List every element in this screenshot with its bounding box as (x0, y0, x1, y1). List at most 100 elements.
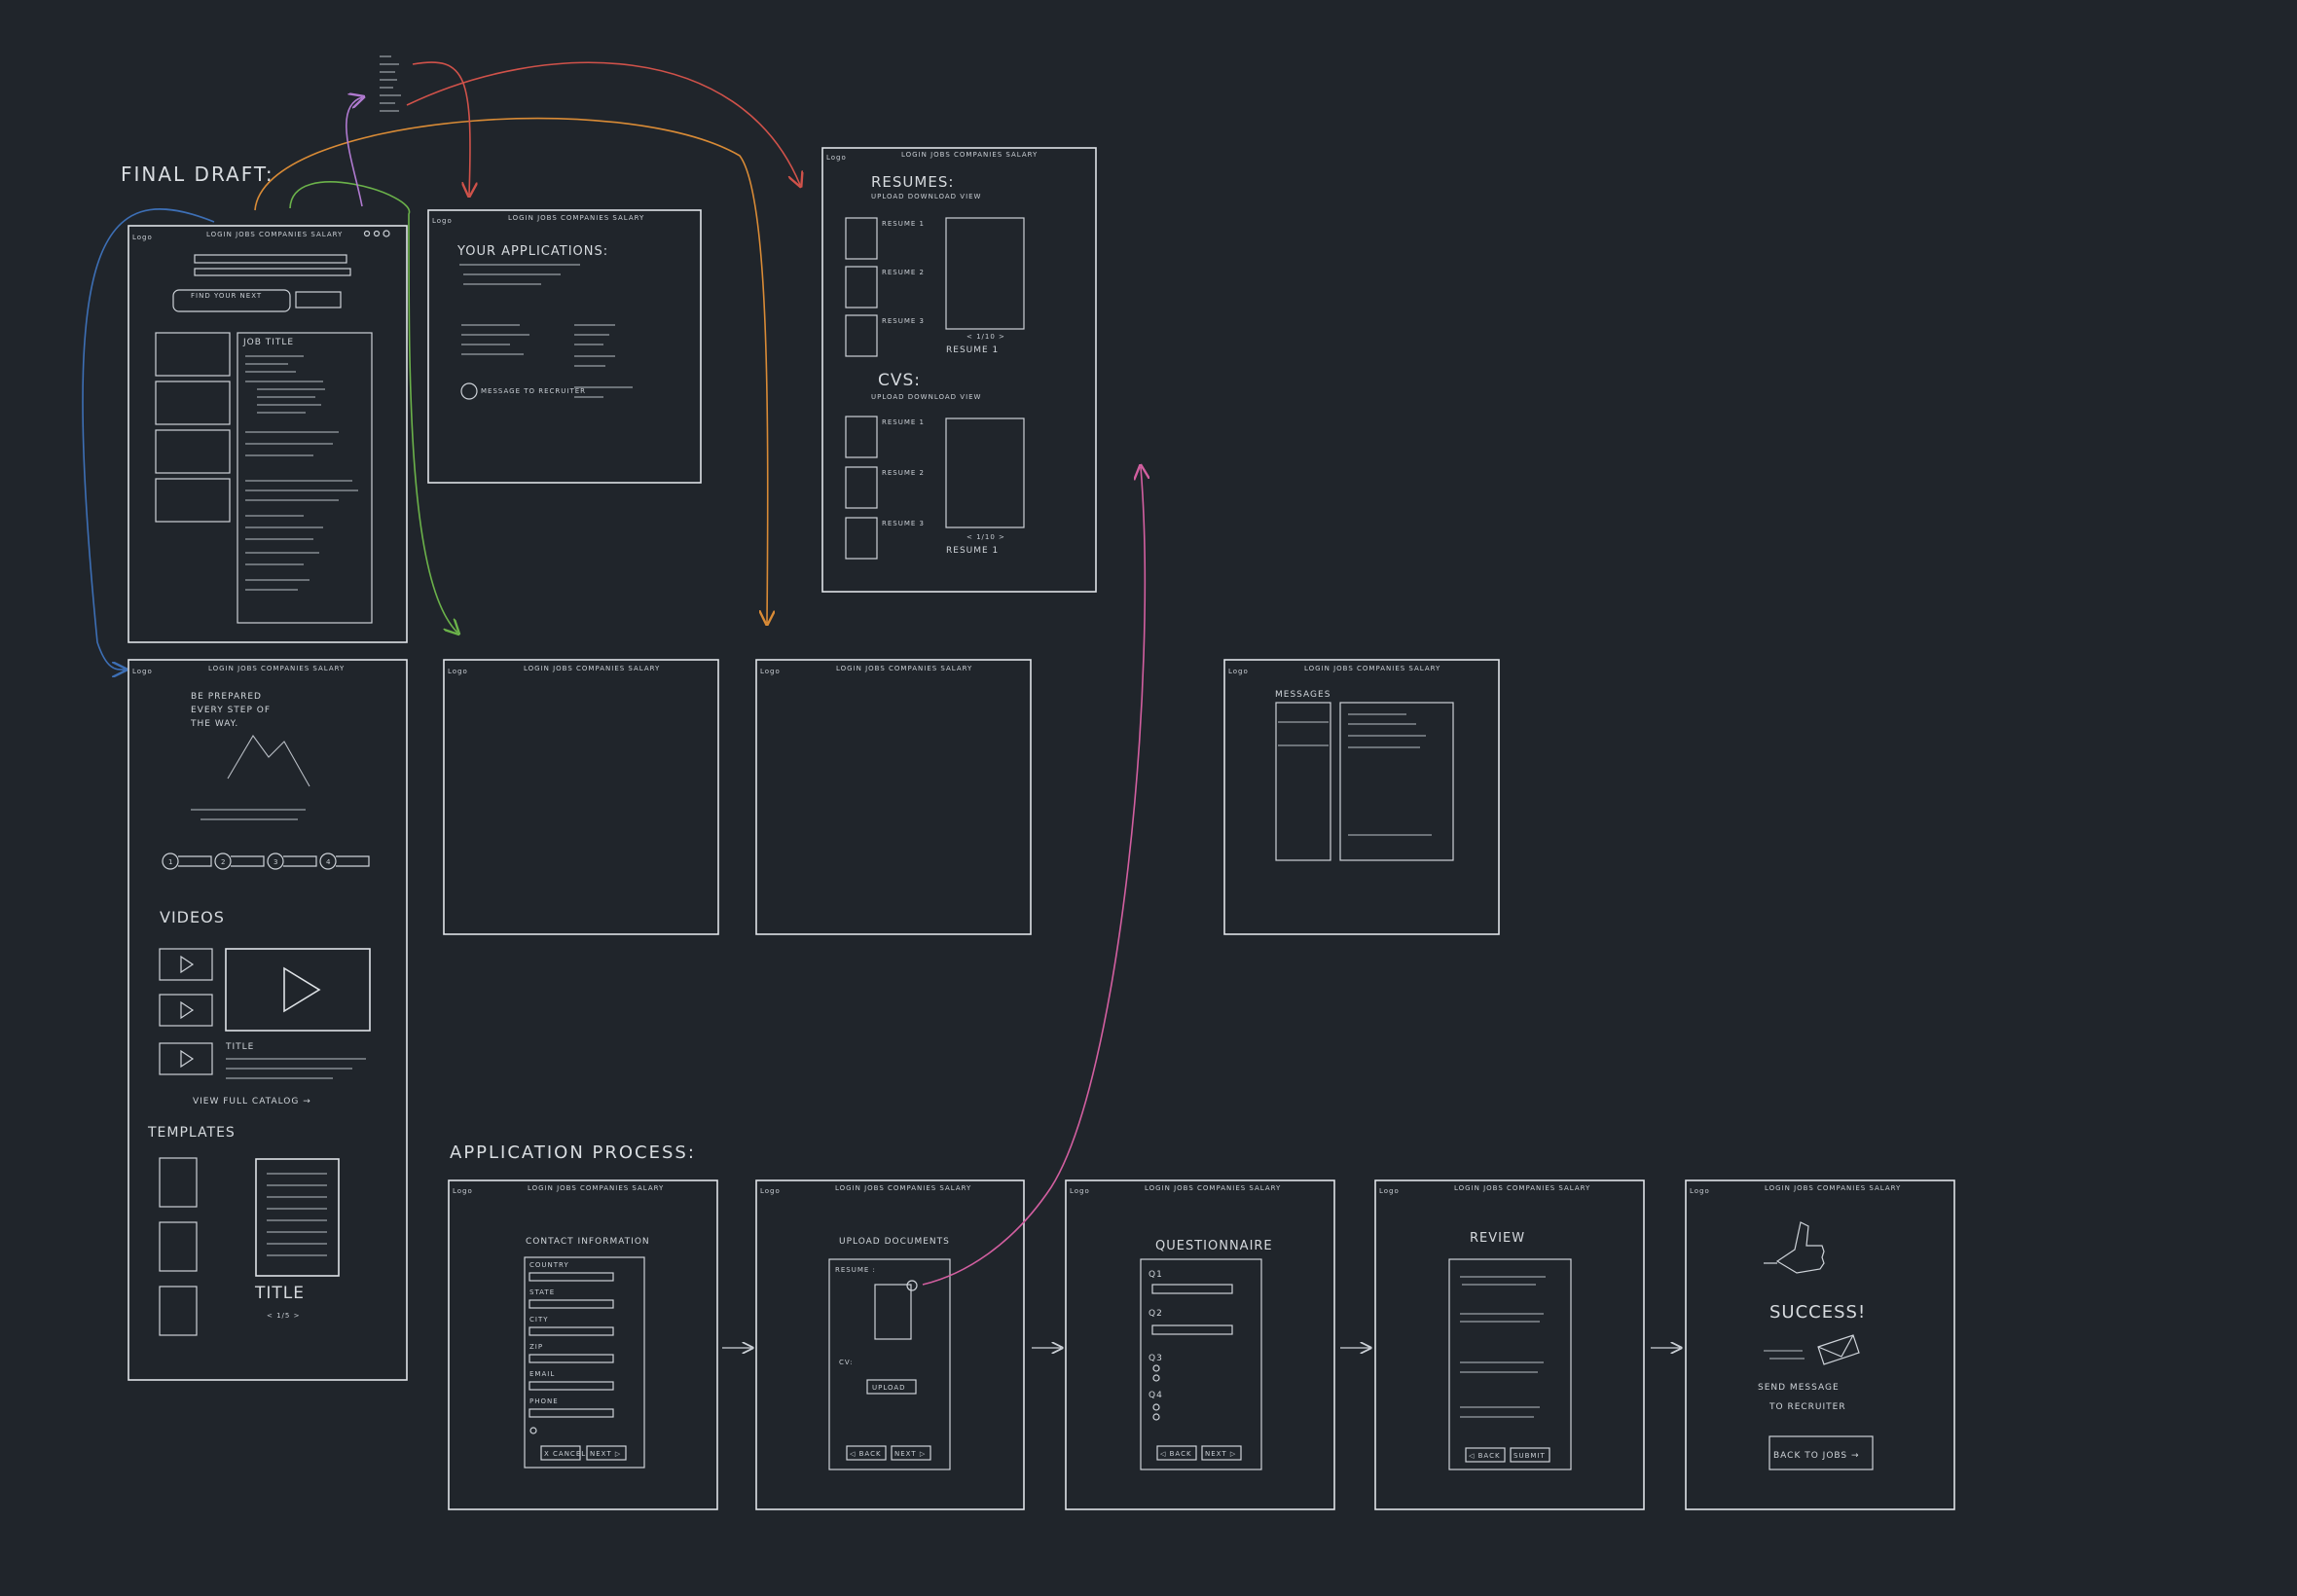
radio-icon (1152, 1374, 1160, 1382)
video-description (226, 1058, 366, 1079)
step-circle (267, 852, 284, 870)
contact-information-wireframe: Logo LOGIN JOBS COMPANIES SALARY CONTACT… (448, 1179, 718, 1510)
template-thumb (159, 1157, 198, 1208)
job-card (155, 381, 231, 425)
application-process-label: APPLICATION PROCESS: (450, 1143, 696, 1163)
templates-title: TEMPLATES (147, 1125, 236, 1141)
nav-logo: Logo (132, 234, 153, 241)
conversation-list (1275, 702, 1331, 861)
next-label: NEXT ▷ (894, 1450, 926, 1458)
play-icon (283, 966, 321, 1013)
cv-thumb (845, 416, 878, 458)
zip-input (529, 1354, 614, 1363)
intro-line-2: EVERY STEP OF (191, 706, 271, 715)
step-circle (319, 852, 337, 870)
next-button (1201, 1445, 1242, 1461)
step-number: 1 (168, 858, 173, 866)
field-zip: ZIP (529, 1343, 543, 1351)
next-button (586, 1445, 627, 1461)
nav-logo: Logo (1379, 1187, 1400, 1195)
city-input (529, 1326, 614, 1336)
messages-wireframe: Logo LOGIN JOBS COMPANIES SALARY MESSAGE… (1223, 659, 1500, 935)
empty-wireframe-2: Logo LOGIN JOBS COMPANIES SALARY (755, 659, 1032, 935)
resume-pager: < 1/10 > (966, 333, 1005, 341)
email-input (529, 1381, 614, 1391)
career-frame (128, 659, 408, 1381)
cv-thumb (845, 466, 878, 509)
questionnaire-frame (1065, 1179, 1335, 1510)
cv-item-3: RESUME 3 (882, 520, 925, 527)
field-country: COUNTRY (529, 1261, 569, 1269)
envelope-icon (1817, 1334, 1860, 1365)
profile-icon (383, 230, 390, 237)
cv-item-2: RESUME 2 (882, 469, 925, 477)
conversation-pane (1339, 702, 1454, 861)
resumes-title: RESUMES: (871, 173, 954, 191)
field-phone: PHONE (529, 1397, 559, 1405)
job-card (155, 478, 231, 523)
cv-label: CV: (839, 1359, 853, 1366)
conversation-dividers (1278, 721, 1329, 746)
intro-line-3: THE WAY. (190, 719, 238, 729)
radio-icon (1152, 1364, 1160, 1372)
review-panel (1448, 1258, 1572, 1470)
profile-menu-items (380, 55, 401, 112)
question-1: Q1 (1148, 1270, 1163, 1280)
submit-button (1510, 1447, 1550, 1463)
resumes-frame (821, 147, 1097, 593)
application-scribbles (459, 264, 633, 398)
resume-label: RESUME : (835, 1266, 876, 1274)
template-title: TITLE (254, 1284, 305, 1303)
back-button (1156, 1445, 1197, 1461)
motion-lines (1764, 1350, 1805, 1360)
play-icon (180, 1000, 195, 1020)
review-wireframe: Logo LOGIN JOBS COMPANIES SALARY REVIEW … (1374, 1179, 1645, 1510)
nav-logo: Logo (1690, 1187, 1710, 1195)
template-thumb (159, 1221, 198, 1272)
step-labels (178, 855, 370, 867)
resume-preview-label: RESUME 1 (946, 345, 999, 355)
message-icon (373, 230, 381, 237)
cancel-label: X CANCEL (544, 1450, 586, 1458)
cv-thumb (845, 517, 878, 560)
resume-thumb (845, 266, 878, 308)
review-title: REVIEW (1470, 1231, 1525, 1246)
applications-frame (427, 209, 702, 484)
intro-line-1: BE PREPARED (191, 692, 262, 702)
job-board-frame (128, 225, 408, 643)
nav-logo: Logo (1228, 668, 1249, 675)
view-catalog-link: VIEW FULL CATALOG → (193, 1097, 311, 1106)
question-4: Q4 (1148, 1391, 1163, 1400)
contact-frame (448, 1179, 718, 1510)
resume-item-2: RESUME 2 (882, 269, 925, 276)
resume-thumb (845, 217, 878, 260)
flow-arrow (254, 117, 768, 623)
video-thumb (159, 1042, 213, 1075)
back-label: ◁ BACK (1469, 1452, 1501, 1460)
find-your-next-text: FIND YOUR NEXT (191, 292, 262, 300)
nav-links: LOGIN JOBS COMPANIES SALARY (1304, 665, 1440, 672)
play-icon (180, 955, 195, 974)
nav-links: LOGIN JOBS COMPANIES SALARY (835, 1184, 971, 1192)
career-resources-wireframe: Logo LOGIN JOBS COMPANIES SALARY BE PREP… (128, 659, 408, 1381)
radio-icon (1152, 1413, 1160, 1421)
nav-links: LOGIN JOBS COMPANIES SALARY (524, 665, 660, 672)
next-label: NEXT ▷ (1205, 1450, 1236, 1458)
flow-arrow (289, 181, 457, 633)
resume-thumb (845, 314, 878, 357)
job-detail-scribbles (245, 355, 358, 591)
phone-input (529, 1408, 614, 1418)
notification-icon (363, 230, 371, 237)
upload-cv-button (866, 1379, 917, 1395)
step-circle (162, 852, 179, 870)
template-pager: < 1/5 > (267, 1312, 300, 1320)
nav-links: LOGIN JOBS COMPANIES SALARY (206, 231, 343, 238)
questionnaire-wireframe: Logo LOGIN JOBS COMPANIES SALARY QUESTIO… (1065, 1179, 1335, 1510)
message-recruiter-text: MESSAGE TO RECRUITER (481, 387, 586, 395)
banner-button (295, 291, 342, 308)
review-frame (1374, 1179, 1645, 1510)
radio-icon (1152, 1403, 1160, 1411)
questionnaire-title: QUESTIONNAIRE (1155, 1239, 1273, 1253)
job-title-text: JOB TITLE (242, 338, 294, 347)
main-video-player (225, 948, 371, 1032)
